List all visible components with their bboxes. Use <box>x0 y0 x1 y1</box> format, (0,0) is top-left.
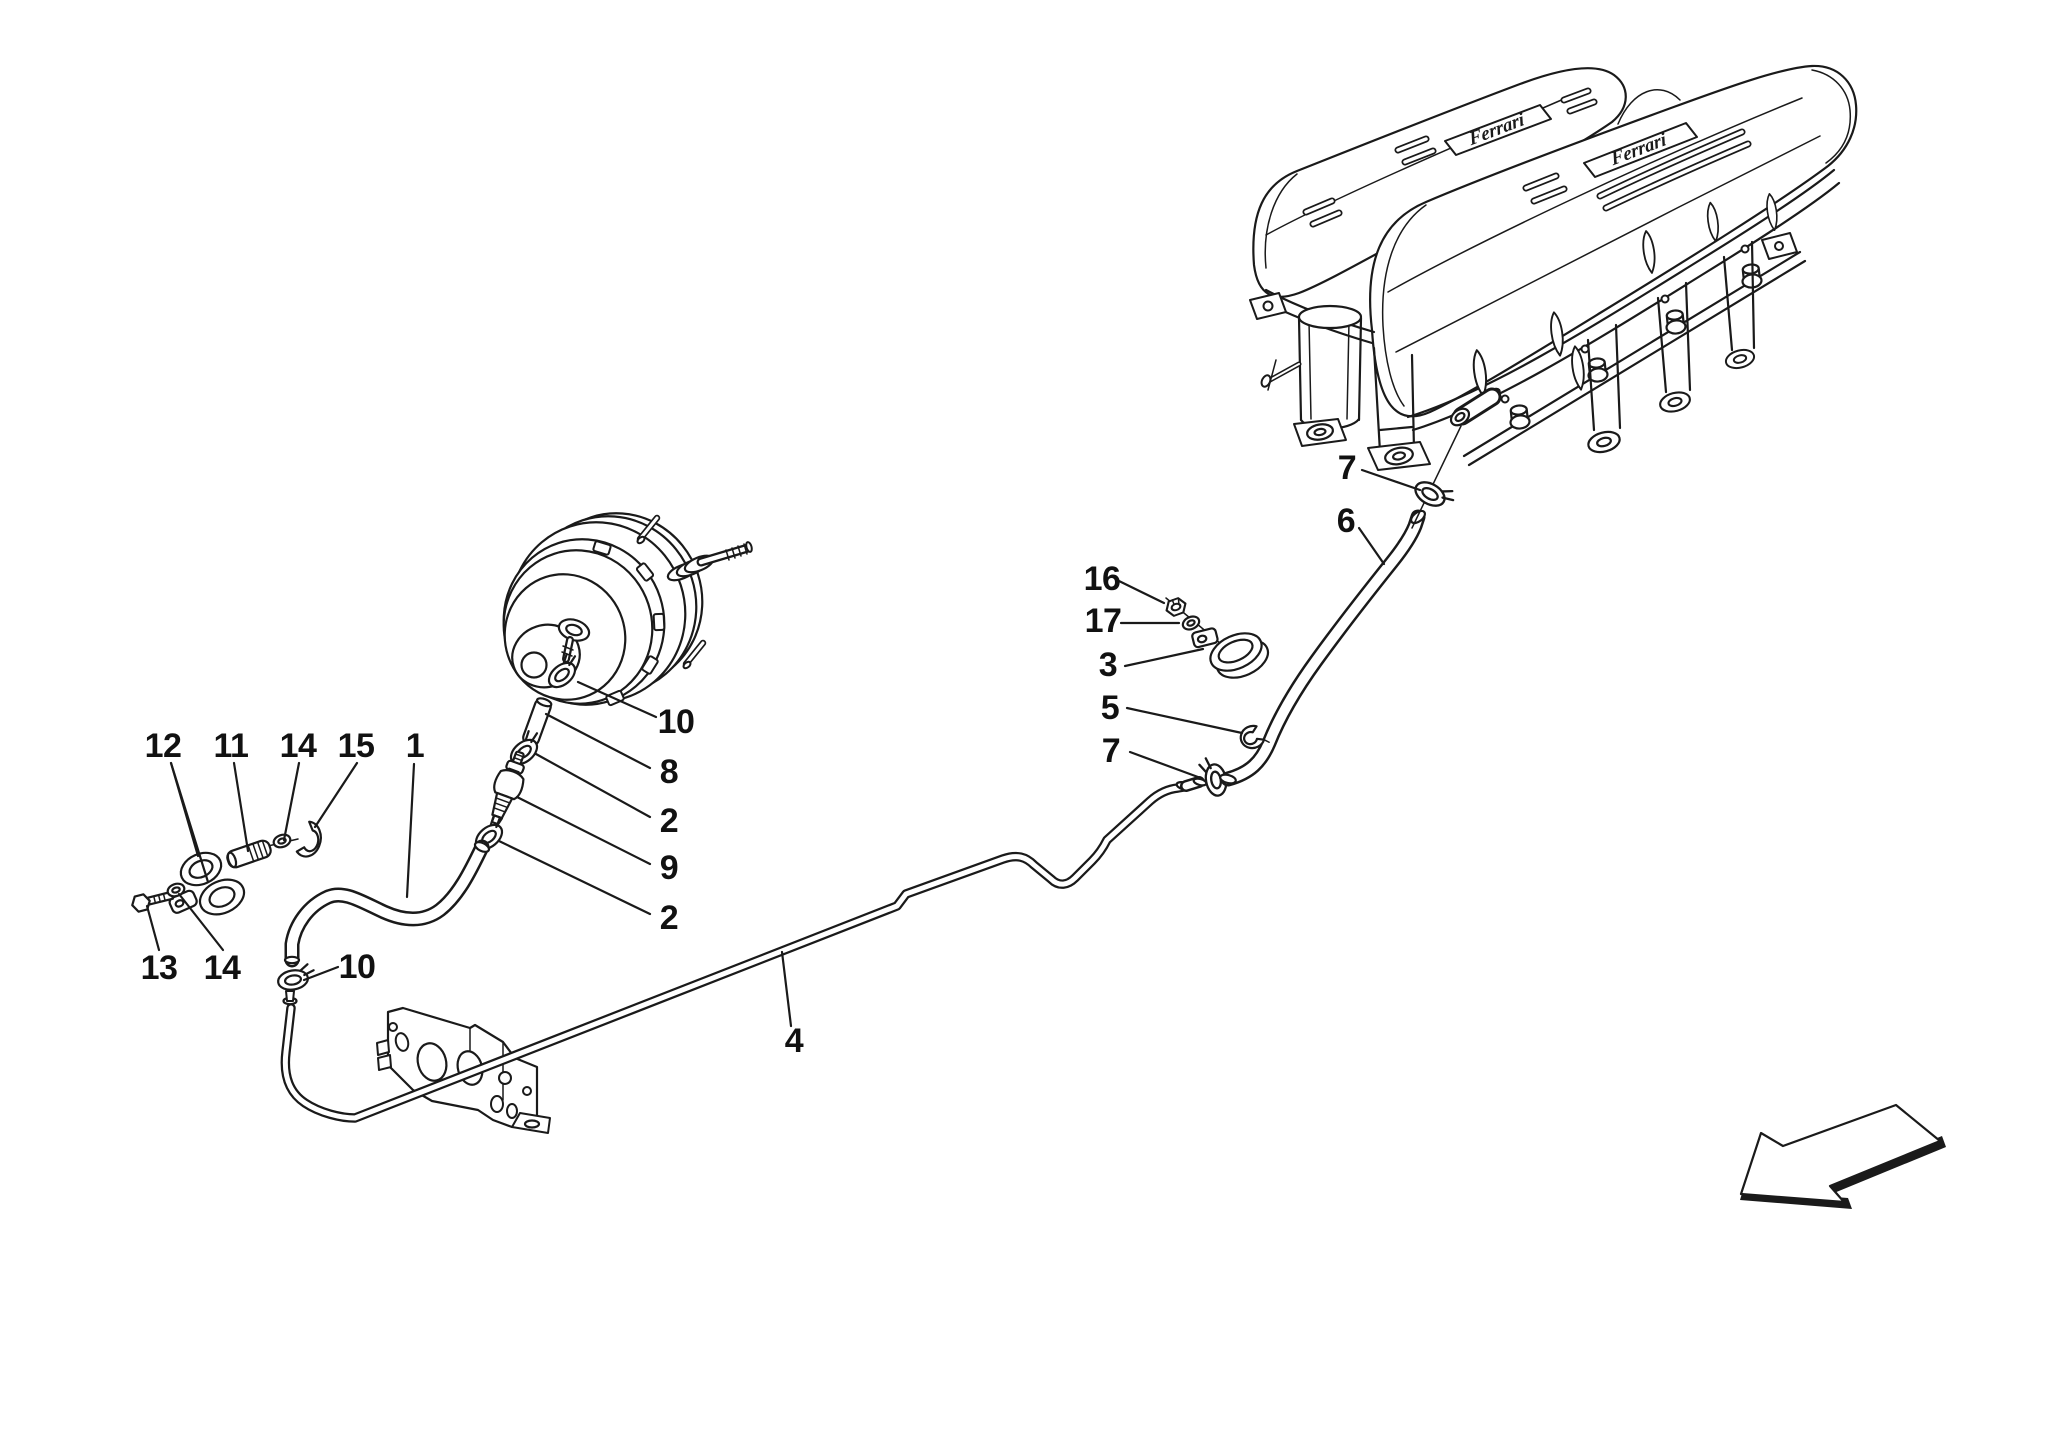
pipe-barb-tip <box>285 990 295 1002</box>
manifold-elbow-fitting <box>1449 387 1502 427</box>
explode-axis-line <box>1411 425 1462 529</box>
leader-13 <box>145 904 161 952</box>
line-clamp-assembly <box>131 820 322 916</box>
callout-9: 9 <box>659 849 679 887</box>
callout-3: 3 <box>1098 646 1118 684</box>
callout-7-lower: 7 <box>1101 732 1121 770</box>
leader-12-b <box>169 761 210 884</box>
bolt-13 <box>131 890 174 913</box>
mounting-studs <box>636 514 707 670</box>
leader-lines <box>145 468 1422 1028</box>
leader-1 <box>405 762 416 899</box>
leader-10-left <box>302 965 340 982</box>
direction-arrow <box>1739 1103 1946 1209</box>
callout-1: 1 <box>405 727 425 765</box>
callout-5: 5 <box>1100 689 1120 727</box>
callout-10-right: 10 <box>657 703 695 741</box>
leader-14-bottom <box>177 892 225 952</box>
leader-3 <box>1123 647 1205 668</box>
leader-6 <box>1357 526 1386 566</box>
manifold-base <box>1249 168 1841 471</box>
callout-2-upper: 2 <box>659 802 679 840</box>
nut-16 <box>1165 597 1187 617</box>
callout-15: 15 <box>337 727 375 765</box>
leader-16 <box>1117 579 1166 605</box>
callout-10-left: 10 <box>338 948 376 986</box>
washer-14-b <box>270 831 294 851</box>
leader-4 <box>780 950 793 1028</box>
support-bracket <box>376 1006 551 1134</box>
leader-7-upper <box>1360 468 1422 492</box>
leader-7-lower <box>1128 750 1200 779</box>
leader-5 <box>1125 706 1244 735</box>
callout-4: 4 <box>784 1022 804 1060</box>
leader-8 <box>544 712 652 770</box>
leader-2-lower <box>497 839 652 916</box>
callout-12: 12 <box>144 727 182 765</box>
leader-9 <box>515 795 652 866</box>
callout-2-lower: 2 <box>659 899 679 937</box>
callout-8: 8 <box>659 753 679 791</box>
leader-10-right <box>576 680 658 719</box>
callout-14-top: 14 <box>279 727 317 765</box>
intake-manifold: Ferrari Ferrari <box>1249 64 1858 471</box>
callout-7-upper: 7 <box>1337 449 1357 487</box>
brake-booster <box>502 512 753 707</box>
push-rod <box>666 541 753 582</box>
spacer-11 <box>226 839 272 869</box>
check-valve-chain <box>274 649 587 994</box>
callout-16: 16 <box>1083 560 1121 598</box>
rim-clips <box>592 540 666 707</box>
logo-plate-right <box>1583 122 1698 178</box>
callout-11: 11 <box>213 727 249 765</box>
fastener-set <box>1165 597 1270 750</box>
leader-14-top <box>282 761 301 842</box>
front-of-car-arrow <box>1739 1103 1942 1204</box>
loop-clamp-3 <box>1191 627 1270 679</box>
callout-14-bottom: 14 <box>203 949 241 987</box>
leader-15 <box>313 761 359 829</box>
vacuum-hose-1 <box>283 839 491 968</box>
callout-13: 13 <box>140 949 178 987</box>
vacuum-pipe-4 <box>280 776 1208 1123</box>
leader-2-upper <box>534 752 652 819</box>
callout-6: 6 <box>1336 502 1356 540</box>
callout-17: 17 <box>1084 602 1122 640</box>
hose-6-assembly <box>1197 387 1502 800</box>
leader-11 <box>232 761 250 853</box>
logo-plate-left <box>1444 104 1552 156</box>
washer-17 <box>1179 612 1203 634</box>
bushing-15 <box>295 820 322 858</box>
